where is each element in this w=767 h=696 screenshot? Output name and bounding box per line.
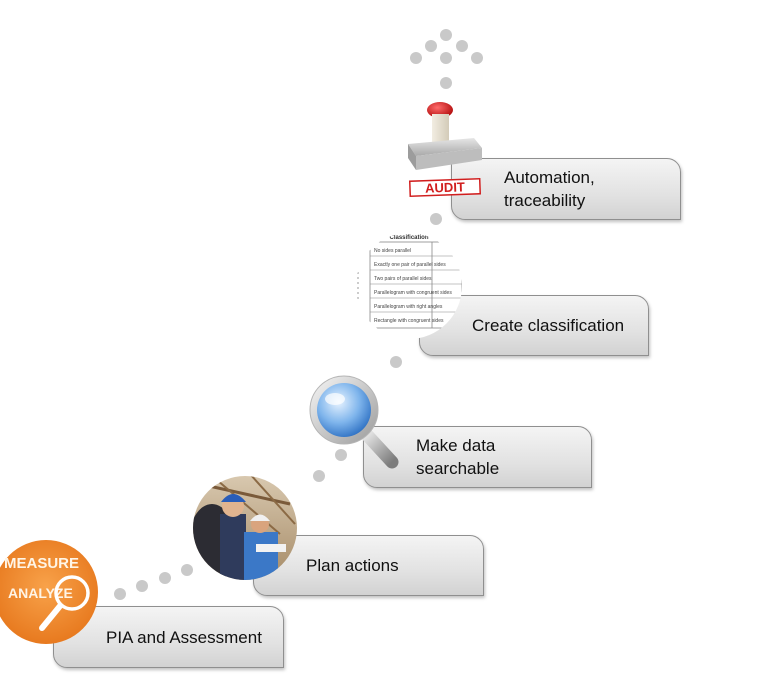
step-label: Create classification xyxy=(472,316,625,335)
step-make-searchable: Make data searchable xyxy=(363,426,592,488)
doc-row: Rectangle with congruent sides xyxy=(374,318,444,324)
path-dot xyxy=(159,572,171,584)
doc-row: Parallelogram with right angles xyxy=(374,304,443,310)
path-dot xyxy=(335,449,347,461)
doc-header: Classification xyxy=(389,235,428,241)
step-label: Automation, traceability xyxy=(504,168,595,210)
step-label: PIA and Assessment xyxy=(106,627,262,647)
path-dot xyxy=(181,564,193,576)
analyze-label: ANALYZE xyxy=(8,585,73,601)
path-dot xyxy=(390,356,402,368)
path-dot xyxy=(440,77,452,89)
step-automation-traceability: Automation, traceability xyxy=(451,158,681,220)
path-dot xyxy=(430,213,442,225)
document-table-icon: Classification No sides parallel Exactly… xyxy=(354,232,464,340)
workers-photo xyxy=(190,474,300,582)
path-dot xyxy=(440,52,452,64)
measure-analyze-icon: MEASURE ANALYZE xyxy=(0,540,98,650)
audit-label: AUDIT xyxy=(425,179,465,195)
doc-row: Parallelogram with congruent sides xyxy=(374,290,452,296)
magnifier-icon xyxy=(302,372,402,470)
path-dot xyxy=(410,52,422,64)
doc-row: Exactly one pair of parallel sides xyxy=(374,262,446,268)
path-dot xyxy=(313,470,325,482)
step-label: Make data searchable xyxy=(416,436,500,478)
path-dot xyxy=(456,40,468,52)
doc-row: Two pairs of parallel sides xyxy=(374,276,432,282)
path-dot xyxy=(114,588,126,600)
path-dot xyxy=(136,580,148,592)
step-label: Plan actions xyxy=(306,556,399,575)
path-dot xyxy=(471,52,483,64)
measure-label: MEASURE xyxy=(4,555,79,572)
path-dot xyxy=(440,29,452,41)
audit-stamp-icon: AUDIT xyxy=(400,100,490,204)
doc-row: No sides parallel xyxy=(374,248,411,254)
step-pia-assessment: PIA and Assessment xyxy=(53,606,284,668)
path-dot xyxy=(425,40,437,52)
